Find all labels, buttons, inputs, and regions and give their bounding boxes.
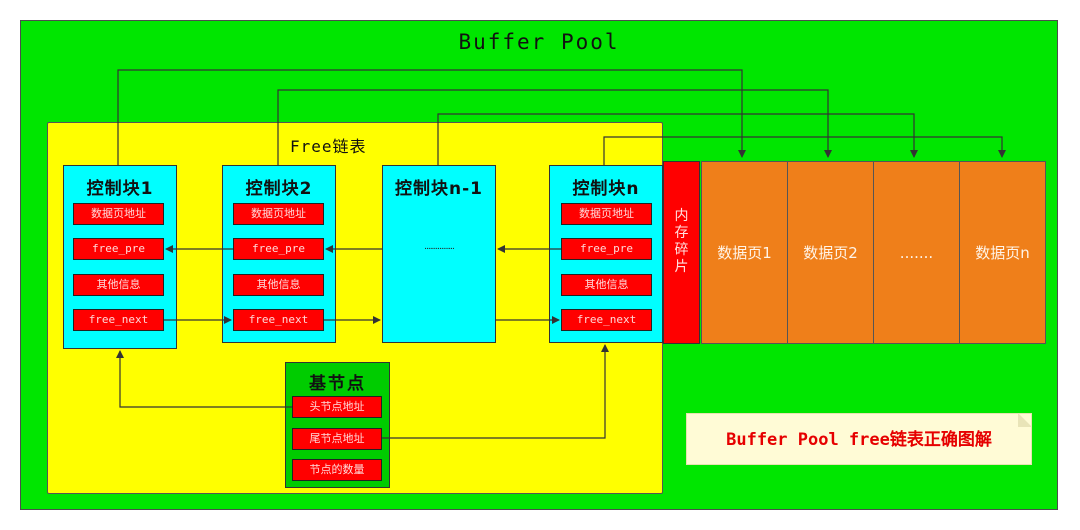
field-free-next: free_next [561,309,652,331]
buffer-pool-title: Buffer Pool [458,30,620,54]
control-block-title: 控制块n-1 [395,179,483,199]
caption-note: Buffer Pool free链表正确图解 [686,413,1032,465]
data-page-n: 数据页n [959,161,1046,344]
memory-fragment: 内存碎片 [663,161,700,344]
field-head-node-address: 头节点地址 [292,396,382,418]
control-block-title: 控制块n [572,179,640,199]
data-page-1: 数据页1 [701,161,788,344]
tail-pointer-to-cbn [382,344,609,439]
field-other-info: 其他信息 [561,274,652,296]
field-free-pre: free_pre [561,238,652,260]
field-data-page-address: 数据页地址 [561,203,652,225]
field-free-pre: free_pre [233,238,324,260]
control-block-title: 控制块2 [245,179,313,199]
head-pointer-to-cb1 [116,350,292,408]
link-cbn1-to-page3 [437,113,918,165]
field-node-count: 节点的数量 [292,459,382,481]
field-free-next: free_next [73,309,164,331]
link-cb2-to-page2 [277,89,832,165]
control-block-n-minus-1: 控制块n-1 ................ [382,165,496,343]
free-list-title: Free链表 [290,137,367,156]
field-data-page-address: 数据页地址 [73,203,164,225]
field-data-page-address: 数据页地址 [233,203,324,225]
link-cbn-to-pagen [603,136,1006,165]
field-other-info: 其他信息 [233,274,324,296]
field-free-next: free_next [233,309,324,331]
field-other-info: 其他信息 [73,274,164,296]
ellipsis: ................ [424,242,455,252]
field-tail-node-address: 尾节点地址 [292,428,382,450]
control-block-title: 控制块1 [86,179,154,199]
field-free-pre: free_pre [73,238,164,260]
memory-fragment-label: 内存碎片 [674,208,689,275]
data-page-2: 数据页2 [787,161,874,344]
base-node-title: 基节点 [309,374,366,394]
link-cb1-to-page1 [117,69,746,165]
data-page-ellipsis: ....... [873,161,960,344]
